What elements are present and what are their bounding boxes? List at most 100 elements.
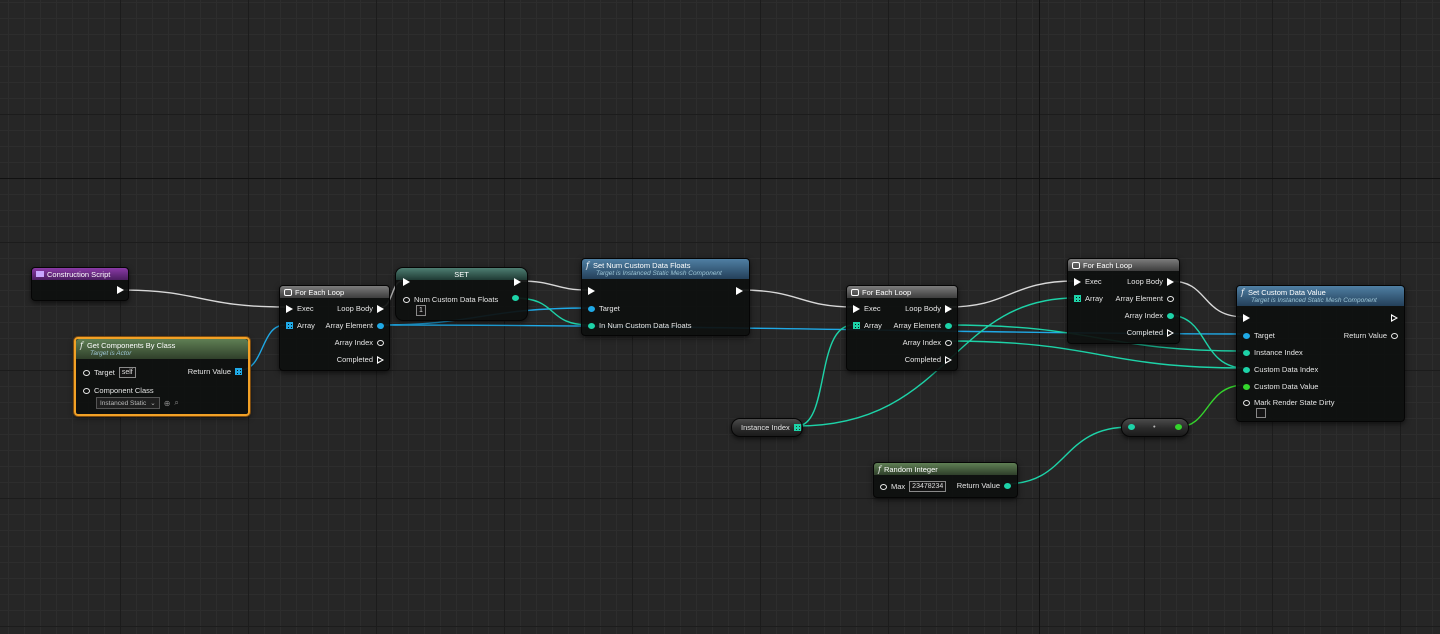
pin-label: Num Custom Data Floats	[414, 295, 499, 304]
node-title: SET	[454, 269, 469, 279]
construction-script-node[interactable]: Construction Script	[31, 267, 129, 301]
array-index-pin[interactable]: Array Index	[903, 338, 952, 347]
target-value-field[interactable]: self	[118, 367, 136, 378]
for-each-loop-node-1[interactable]: For Each Loop Exec Loop Body Array Array…	[279, 285, 390, 371]
exec-in-pin[interactable]	[588, 287, 595, 295]
num-custom-data-out-pin[interactable]	[512, 295, 519, 301]
array-in-pin[interactable]: Array	[853, 321, 882, 330]
custom-data-value-pin[interactable]: Custom Data Value	[1243, 382, 1318, 391]
target-pin[interactable]: Target self	[83, 367, 136, 378]
completed-pin[interactable]: Completed	[1127, 328, 1174, 337]
pin-label: Array Index	[1124, 311, 1163, 320]
node-subtitle: Target is Instanced Static Mesh Componen…	[1251, 297, 1377, 304]
pin-label: Mark Render State Dirty	[1254, 398, 1335, 407]
wire-exec-cs-foreach1	[121, 289, 286, 308]
node-subtitle: Target is Actor	[90, 350, 132, 357]
loop-body-pin[interactable]: Loop Body	[905, 304, 952, 313]
component-class-dropdown[interactable]: Instanced Static⌄	[96, 397, 160, 409]
exec-out-pin[interactable]	[117, 286, 124, 294]
pin-label: Exec	[297, 304, 314, 313]
wire-random-convert	[1004, 426, 1131, 485]
array-pin-icon	[853, 322, 860, 329]
exec-in-pin[interactable]: Exec	[1074, 277, 1102, 286]
pin-label: Array Element	[325, 321, 373, 330]
pin-label: Array	[864, 321, 882, 330]
exec-out-pin[interactable]	[1391, 314, 1398, 322]
wire-exec-setnum-foreach2	[739, 289, 854, 308]
target-pin[interactable]: Target	[588, 304, 620, 313]
in-num-custom-data-floats-pin[interactable]: In Num Custom Data Floats	[588, 321, 692, 330]
node-subtitle: Target is Instanced Static Mesh Componen…	[596, 270, 722, 277]
max-pin[interactable]: Max 23478234	[880, 481, 947, 492]
return-value-pin[interactable]: Return Value	[957, 481, 1011, 490]
for-each-loop-node-3[interactable]: For Each Loop Exec Loop Body Array Array…	[1067, 258, 1180, 344]
exec-out-pin[interactable]	[514, 278, 521, 286]
node-title: Construction Script	[47, 269, 111, 279]
function-icon: f	[586, 261, 589, 270]
wire-exec-foreach2-foreach3	[947, 280, 1076, 308]
node-title: Set Num Custom Data Floats	[592, 261, 691, 270]
array-in-pin[interactable]: Array	[286, 321, 315, 330]
instance-index-variable-node[interactable]: Instance Index	[731, 418, 803, 437]
chevron-down-icon: ⌄	[150, 400, 156, 407]
random-integer-node[interactable]: f Random Integer Max 23478234 Return Val…	[873, 462, 1018, 498]
value-field[interactable]: 1	[416, 305, 426, 316]
for-each-loop-node-2[interactable]: For Each Loop Exec Loop Body Array Array…	[846, 285, 958, 371]
num-custom-data-floats-pin[interactable]: Num Custom Data Floats	[403, 295, 498, 304]
return-value-pin[interactable]: Return Value	[1344, 331, 1398, 340]
pin-label: Return Value	[1343, 331, 1387, 340]
component-class-pin[interactable]: Component Class	[83, 386, 154, 395]
component-class-picker: Instanced Static⌄ ⊕ ⌕	[96, 397, 179, 409]
array-element-pin[interactable]: Array Element	[1115, 294, 1174, 303]
loop-body-pin[interactable]: Loop Body	[337, 304, 384, 313]
pin-label: Array	[297, 321, 315, 330]
set-variable-node[interactable]: SET Num Custom Data Floats 1	[395, 267, 528, 321]
search-icon[interactable]: ⌕	[174, 398, 179, 407]
mark-dirty-checkbox-wrap	[1256, 408, 1266, 418]
target-pin[interactable]: Target	[1243, 331, 1275, 340]
num-custom-data-value: 1	[416, 305, 426, 316]
conversion-in-pin[interactable]	[1128, 424, 1135, 430]
construction-script-header: Construction Script	[32, 268, 128, 280]
loop-body-pin[interactable]: Loop Body	[1127, 277, 1174, 286]
array-index-pin[interactable]: Array Index	[1125, 311, 1174, 320]
conversion-out-pin[interactable]	[1175, 424, 1182, 430]
custom-data-index-pin[interactable]: Custom Data Index	[1243, 365, 1318, 374]
array-element-pin[interactable]: Array Element	[893, 321, 952, 330]
instance-index-pin[interactable]: Instance Index	[1243, 348, 1303, 357]
array-element-pin[interactable]: Array Element	[325, 321, 384, 330]
array-index-pin[interactable]: Array Index	[335, 338, 384, 347]
exec-in-pin[interactable]	[403, 278, 410, 286]
browse-icon[interactable]: ⊕	[163, 398, 171, 408]
node-title: Random Integer	[883, 464, 938, 474]
exec-in-pin[interactable]	[1243, 314, 1250, 322]
int-to-float-conversion-node[interactable]: •	[1121, 418, 1189, 437]
completed-pin[interactable]: Completed	[905, 355, 952, 364]
exec-out-pin[interactable]	[736, 287, 743, 295]
exec-in-pin[interactable]: Exec	[286, 304, 314, 313]
completed-pin[interactable]: Completed	[337, 355, 384, 364]
instance-index-out[interactable]: Instance Index	[741, 423, 801, 432]
object-pin-icon	[83, 369, 90, 376]
exec-in-pin[interactable]: Exec	[853, 304, 881, 313]
for-each-header: For Each Loop	[1068, 259, 1179, 271]
class-pin-icon	[83, 387, 90, 394]
pin-label: Array Index	[334, 338, 373, 347]
node-title: For Each Loop	[1083, 260, 1133, 270]
pin-label: Completed	[904, 355, 941, 364]
max-value-field[interactable]: 23478234	[909, 481, 947, 492]
pin-label: Return Value	[956, 481, 1000, 490]
array-pin-icon	[1074, 295, 1081, 302]
pin-label: Loop Body	[1127, 277, 1163, 286]
wire-index3-custom-index	[1167, 314, 1246, 369]
array-in-pin[interactable]: Array	[1074, 294, 1103, 303]
loop-icon	[851, 288, 859, 296]
return-value-pin[interactable]: Return Value	[188, 367, 242, 376]
mark-render-state-dirty-pin[interactable]: Mark Render State Dirty	[1243, 398, 1334, 407]
mark-dirty-checkbox[interactable]	[1256, 408, 1266, 418]
